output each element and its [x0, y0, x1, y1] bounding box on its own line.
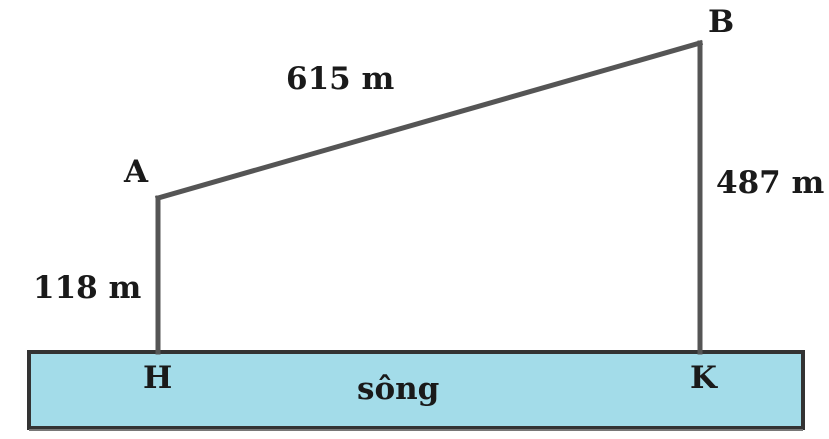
segment-ab	[154, 39, 704, 202]
length-label-bk: 487 m	[716, 165, 825, 201]
length-label-ab: 615 m	[286, 61, 395, 97]
river-band	[27, 350, 805, 430]
point-label-h: H	[143, 360, 172, 396]
point-label-a: A	[123, 154, 149, 190]
length-label-ah: 118 m	[33, 270, 142, 306]
point-label-b: B	[708, 4, 734, 40]
river-label: sông	[357, 371, 439, 407]
point-label-k: K	[690, 360, 718, 396]
